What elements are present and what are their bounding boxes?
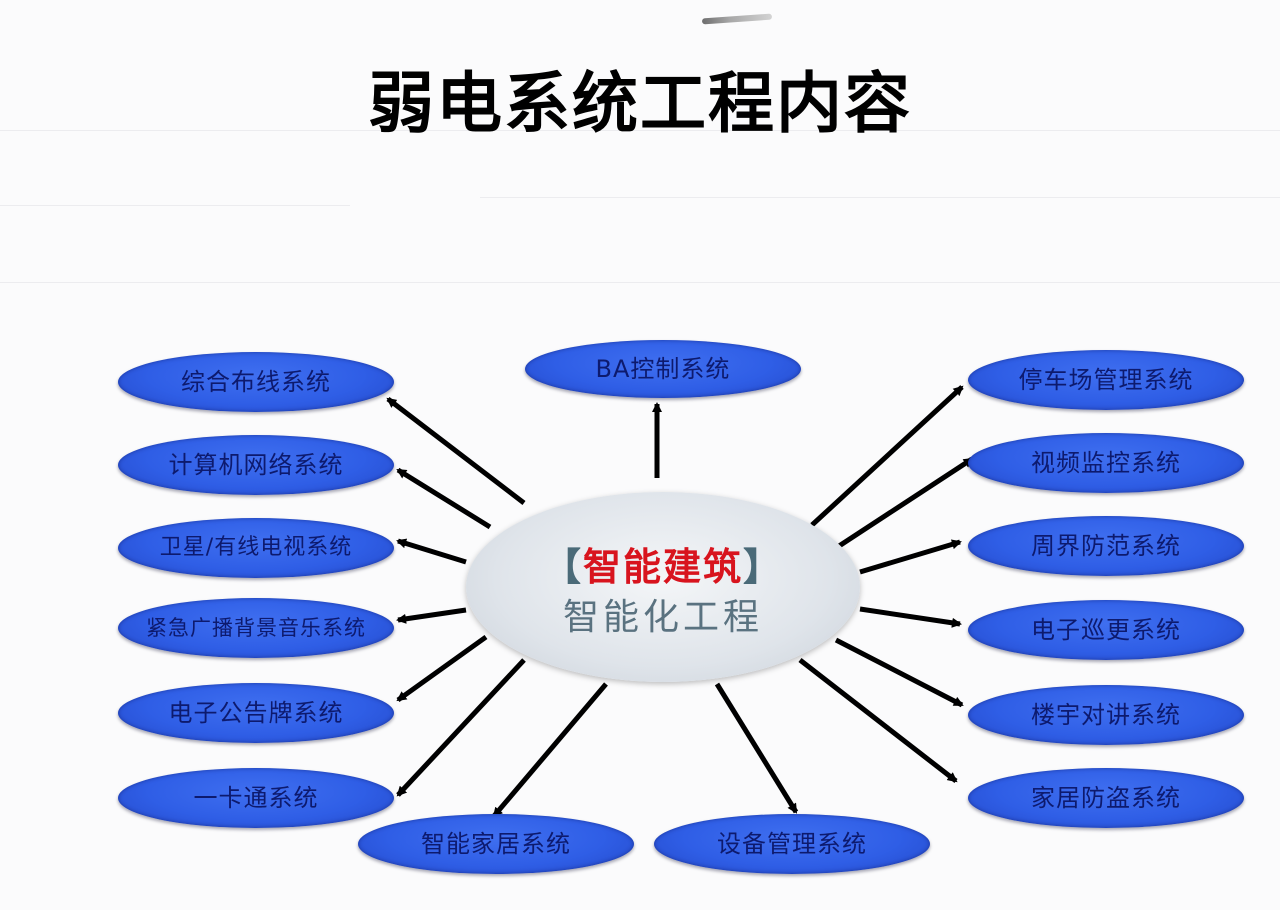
node-equipment-management: 设备管理系统: [654, 814, 930, 874]
node-label: 电子巡更系统: [1031, 616, 1181, 644]
node-label: 家居防盗系统: [1031, 784, 1181, 812]
arrow-to-equipment: [714, 682, 799, 814]
node-electronic-billboard: 电子公告牌系统: [118, 683, 394, 743]
arrow-to-perimeter: [859, 539, 962, 575]
node-electronic-patrol: 电子巡更系统: [968, 600, 1244, 660]
node-label: 楼宇对讲系统: [1031, 701, 1181, 729]
background-rule: [0, 282, 1280, 283]
arrow-to-parking: [810, 385, 964, 527]
background-rule: [0, 205, 350, 206]
node-smart-home: 智能家居系统: [358, 814, 634, 874]
arrow-to-network: [396, 467, 492, 530]
node-label: 周界防范系统: [1031, 532, 1181, 560]
node-satellite-cable-tv: 卫星/有线电视系统: [118, 518, 394, 578]
node-label: BA控制系统: [595, 355, 731, 383]
arrow-to-card: [396, 658, 526, 797]
node-label: 视频监控系统: [1031, 449, 1181, 477]
page-title: 弱电系统工程内容: [368, 65, 912, 142]
node-label: 停车场管理系统: [1018, 366, 1194, 394]
node-integrated-cabling: 综合布线系统: [118, 352, 394, 412]
bracket-left: 【: [542, 545, 583, 589]
node-label: 设备管理系统: [717, 830, 867, 858]
node-emergency-broadcast: 紧急广播背景音乐系统: [118, 598, 394, 658]
node-video-surveillance: 视频监控系统: [968, 433, 1244, 493]
node-label: 计算机网络系统: [168, 451, 344, 479]
bracket-right: 】: [743, 545, 784, 589]
arrow-to-video: [834, 456, 974, 551]
node-label: 电子公告牌系统: [168, 699, 344, 727]
node-parking-management: 停车场管理系统: [968, 350, 1244, 410]
node-label: 卫星/有线电视系统: [159, 535, 353, 560]
node-label: 综合布线系统: [181, 368, 331, 396]
arrow-to-billboard: [396, 634, 488, 703]
background-rule: [0, 130, 1280, 131]
arrow-to-intercom: [834, 637, 964, 708]
background-rule: [480, 197, 1280, 198]
arrow-to-antitheft: [798, 658, 958, 783]
arrow-to-broadcast: [396, 607, 467, 624]
arrow-to-tv: [396, 538, 467, 565]
node-perimeter-defense: 周界防范系统: [968, 516, 1244, 576]
node-computer-network: 计算机网络系统: [118, 435, 394, 495]
node-home-antitheft: 家居防盗系统: [968, 768, 1244, 828]
center-main-text: 智能建筑: [582, 545, 743, 589]
node-building-intercom: 楼宇对讲系统: [968, 685, 1244, 745]
node-ba-control: BA控制系统: [525, 340, 801, 398]
arrow-to-smarthome: [492, 682, 608, 818]
arrow-to-cabling: [386, 397, 526, 505]
node-label: 紧急广播背景音乐系统: [146, 616, 366, 640]
center-node-smart-building: 【智能建筑】 智能化工程: [466, 492, 860, 682]
node-one-card: 一卡通系统: [118, 768, 394, 828]
node-label: 一卡通系统: [193, 784, 319, 812]
node-label: 智能家居系统: [421, 830, 571, 858]
center-main-label: 【智能建筑】: [466, 536, 860, 591]
center-sub-label: 智能化工程: [562, 597, 763, 638]
arrow-to-patrol: [859, 606, 962, 628]
